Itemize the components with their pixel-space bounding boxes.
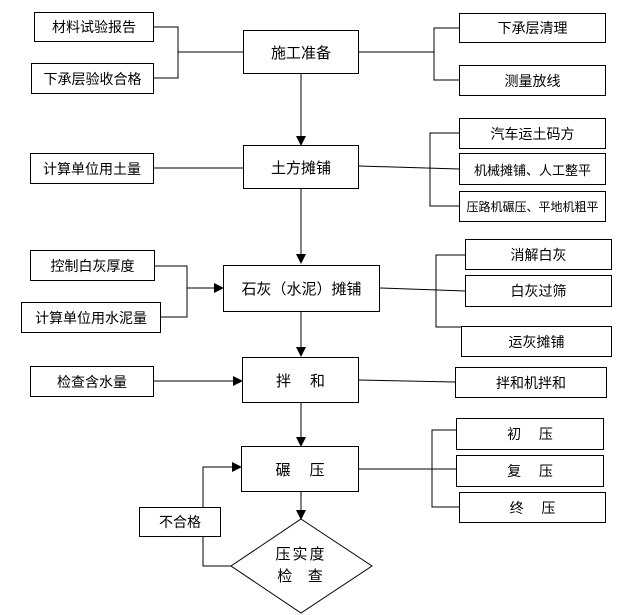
output-label: 拌和机拌和 (496, 375, 566, 392)
link-soil-to-right (358, 165, 460, 170)
input-base-accepted: 下承层验收合格 (31, 63, 154, 94)
input-cement-calc: 计算单位用水泥量 (21, 302, 161, 333)
output-base-cleaning: 下承层清理 (459, 13, 606, 43)
output-mixer: 拌和机拌和 (455, 367, 607, 398)
output-sieve-lime: 白灰过筛 (465, 275, 612, 307)
check-line2: 检 查 (277, 567, 325, 585)
check-diamond (230, 518, 373, 614)
link-left-lime (155, 265, 188, 318)
fail-label: 不合格 (159, 515, 201, 531)
step-label: 拌 和 (275, 371, 326, 390)
output-machine-spread: 机械摊铺、人工整平 (459, 153, 606, 185)
input-lime-thickness: 控制白灰厚度 (30, 250, 155, 281)
output-final-roll: 终 压 (459, 492, 606, 523)
input-soil-calc: 计算单位用土量 (30, 153, 154, 184)
step-lime-spreading: 石灰（水泥）摊铺 (223, 265, 380, 312)
link-material-report (154, 26, 179, 79)
output-label: 压路机碾压、平地机粗平 (466, 200, 599, 214)
output-label: 测量放线 (504, 73, 561, 90)
input-label: 下承层验收合格 (43, 71, 142, 88)
output-label: 复 压 (507, 464, 553, 480)
link-lime-to-right (379, 287, 466, 292)
input-label: 材料试验报告 (52, 20, 136, 36)
step-construction-prep: 施工准备 (243, 30, 359, 74)
input-moisture-check: 检查含水量 (30, 366, 154, 397)
output-slake-lime: 消解白灰 (465, 239, 612, 270)
step-label: 石灰（水泥）摊铺 (241, 280, 362, 298)
step-label: 施工准备 (270, 43, 331, 62)
input-label: 计算单位用土量 (43, 161, 141, 178)
output-re-roll: 复 压 (456, 455, 604, 487)
input-label: 控制白灰厚度 (50, 258, 135, 275)
fail-label-box: 不合格 (139, 507, 221, 537)
step-label: 碾 压 (275, 460, 325, 479)
output-survey-setout: 测量放线 (459, 65, 606, 96)
link-right-lime (435, 254, 465, 328)
step-rolling: 碾 压 (241, 446, 359, 492)
step-mixing: 拌 和 (242, 357, 359, 403)
step-soil-spreading: 土方摊铺 (243, 145, 359, 189)
step-label: 土方摊铺 (270, 158, 331, 177)
output-label: 下承层清理 (497, 21, 568, 37)
output-label: 白灰过筛 (510, 284, 567, 300)
output-label: 初 压 (507, 427, 553, 443)
check-label: 压实度 检 查 (231, 543, 371, 587)
input-label: 计算单位用水泥量 (35, 310, 147, 327)
output-truck-soil: 汽车运土码方 (459, 118, 606, 149)
input-label: 检查含水量 (57, 374, 127, 391)
output-label: 机械摊铺、人工整平 (473, 163, 591, 179)
output-label: 运灰摊铺 (508, 334, 565, 351)
link-right-soil (429, 132, 459, 207)
input-material-report: 材料试验报告 (34, 12, 154, 42)
output-label: 终 压 (509, 500, 556, 517)
output-label: 汽车运土码方 (490, 126, 575, 143)
check-line1: 压实度 (275, 545, 327, 563)
output-lime-spread: 运灰摊铺 (461, 326, 612, 357)
output-label: 消解白灰 (510, 247, 567, 264)
link-right-prep (433, 27, 459, 81)
output-roller-grader: 压路机碾压、平地机粗平 (459, 191, 606, 222)
link-mix-to-right (358, 379, 456, 383)
output-initial-roll: 初 压 (456, 418, 604, 450)
